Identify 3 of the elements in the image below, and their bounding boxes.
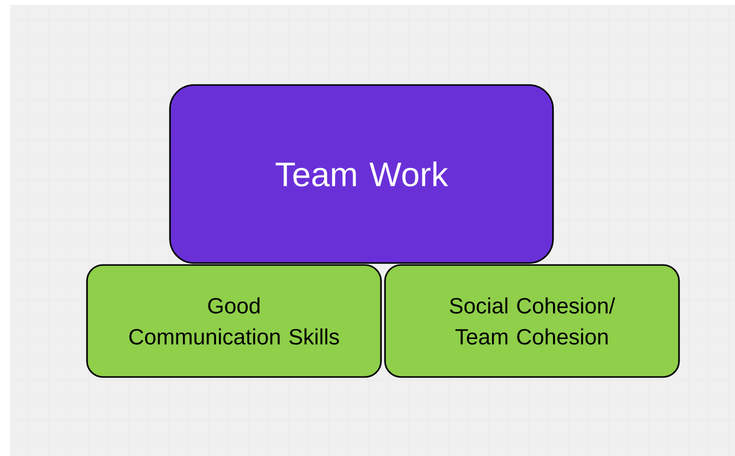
process-box: Team Work: [169, 84, 554, 264]
process-box: Social Cohesion/ Team Cohesion: [384, 264, 680, 378]
process-box: Good Communication Skills: [86, 264, 382, 378]
